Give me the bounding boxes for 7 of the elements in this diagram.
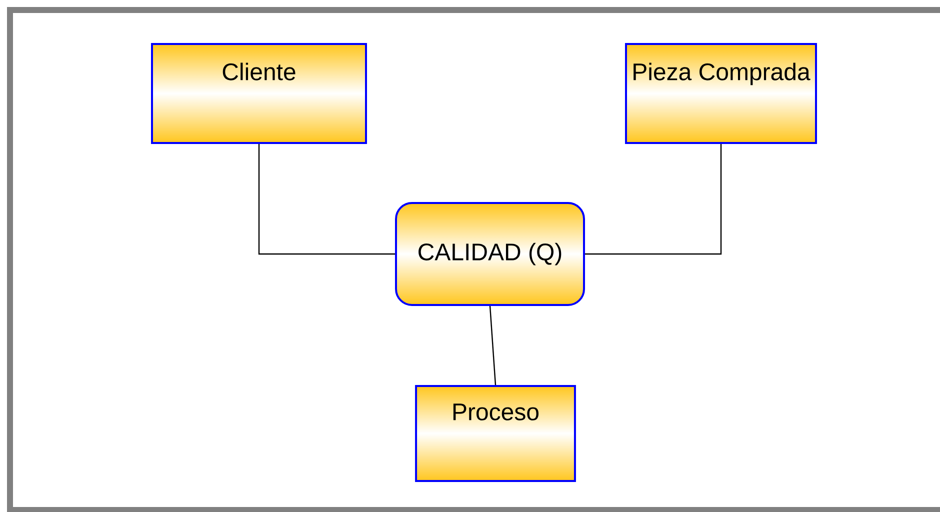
- connector-line: [258, 144, 395, 255]
- process-box: Proceso: [415, 385, 576, 482]
- connector-line: [489, 306, 496, 386]
- rounded-box: CALIDAD (Q): [395, 202, 585, 306]
- process-box: Cliente: [151, 43, 367, 144]
- connector-line: [585, 144, 722, 255]
- process-box: Pieza Comprada: [625, 43, 817, 144]
